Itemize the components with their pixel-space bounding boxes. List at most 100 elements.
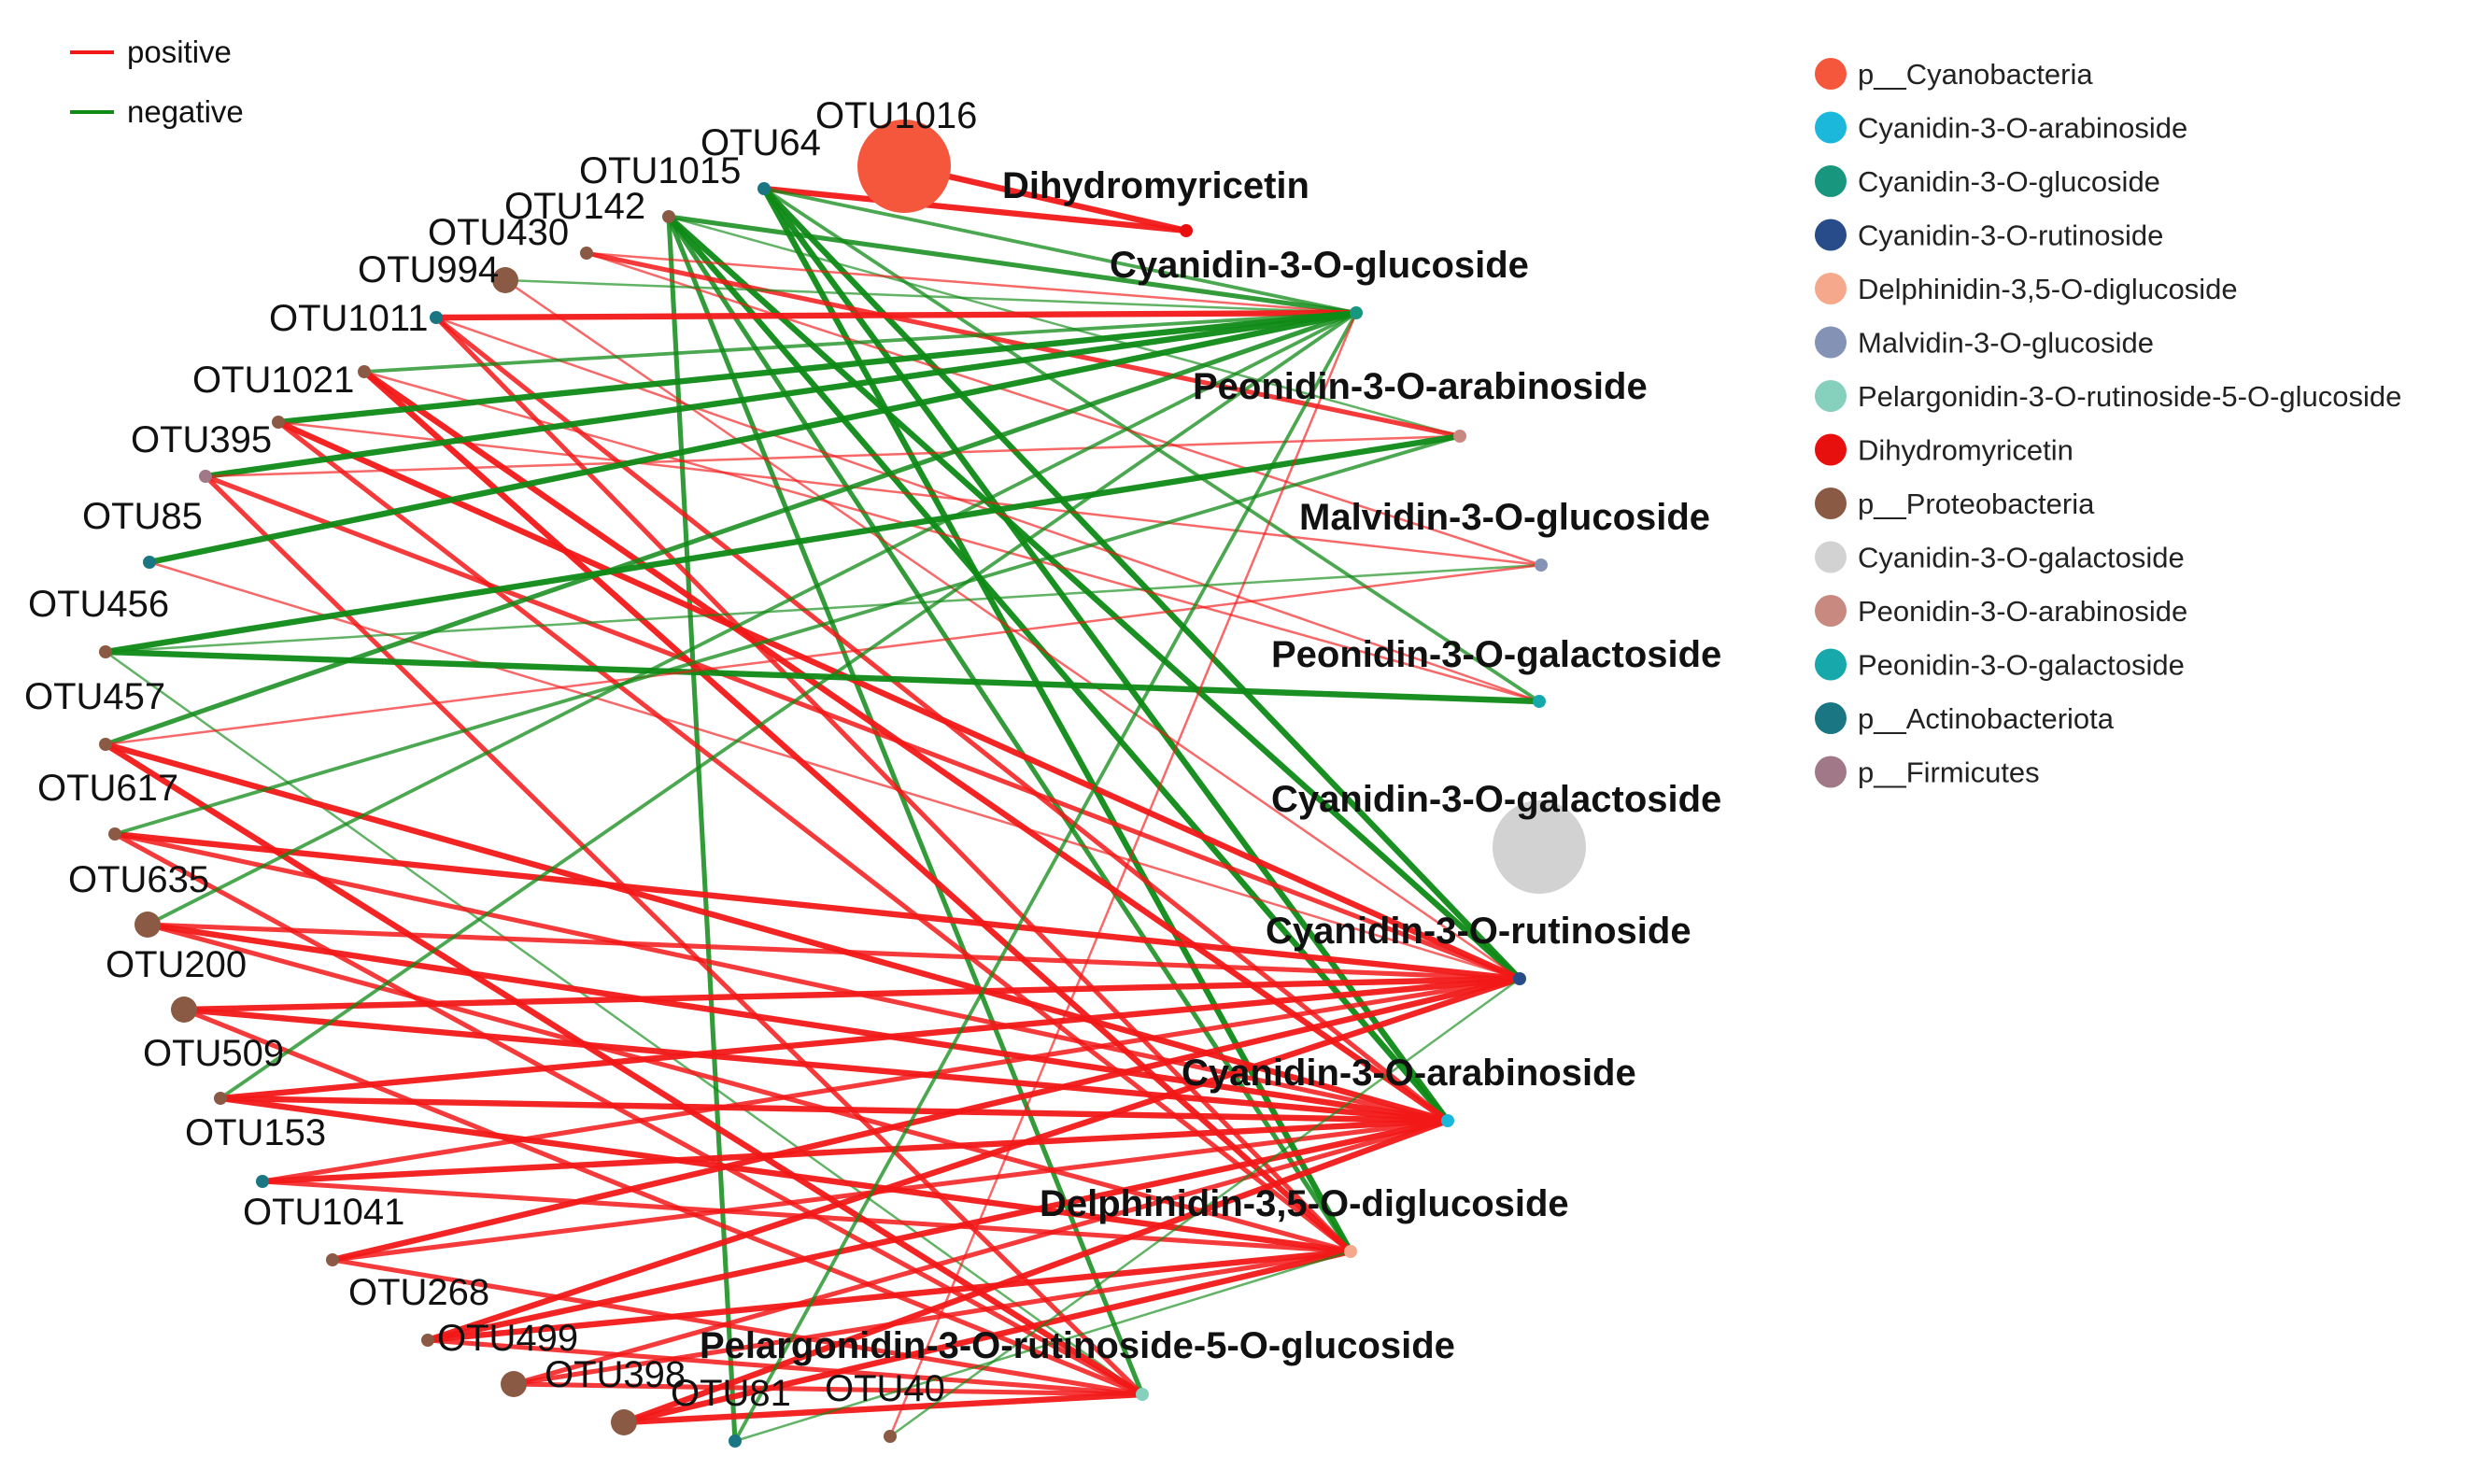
edge-OTU81-Dp35 (733, 1250, 1352, 1443)
node-C3Ara[interactable] (1441, 1114, 1454, 1127)
node-Pn3Gal[interactable] (1533, 695, 1546, 708)
node-label-OTU456: OTU456 (28, 584, 169, 625)
legend-swatch (1815, 326, 1847, 359)
node-C3Gal[interactable] (1493, 800, 1586, 894)
edge-OTU200-C3Rut (180, 975, 1523, 1013)
legend-swatch (1815, 702, 1847, 734)
node-OTU1021[interactable] (272, 416, 285, 429)
edge-OTU456-Mv3G (104, 563, 1543, 654)
edge-legend-positive-label: positive (127, 35, 232, 69)
node-OTU153[interactable] (256, 1175, 269, 1188)
edge-OTU1041-Pg3R5G (330, 1257, 1145, 1397)
node-OTU635[interactable] (134, 912, 161, 938)
edge-OTU457-C3G (103, 310, 1359, 747)
edge-OTU617-C3Ara (112, 831, 1451, 1124)
edge-OTU499-C3Ara (511, 1118, 1451, 1387)
node-OTU1041[interactable] (326, 1253, 339, 1266)
node-label-C3Rut: Cyanidin-3-O-rutinoside (1266, 911, 1691, 952)
node-OTU1011[interactable] (358, 365, 371, 378)
legend-swatch (1815, 273, 1847, 304)
edge-OTU1015-C3G (666, 214, 1359, 316)
edge-OTU456-Pg3R5G (104, 650, 1144, 1396)
edge-OTU142-C3G (585, 251, 1358, 315)
edge-OTU40-C3G (888, 311, 1358, 1438)
edge-OTU1011-C3G (362, 311, 1358, 374)
legend-swatch (1815, 165, 1847, 197)
legend-swatch (1815, 58, 1847, 90)
legend-label: Cyanidin-3-O-glucoside (1858, 165, 2160, 198)
edge-OTU64-C3Rut (760, 185, 1523, 982)
node-OTU395[interactable] (199, 470, 212, 483)
edge-OTU456-Pn3Ara (102, 432, 1464, 656)
edge-OTU1015-Pn3Ara (667, 215, 1462, 438)
edge-OTU395-Pn3Ara (204, 434, 1462, 478)
legend-label: Malvidin-3-O-glucoside (1858, 327, 2154, 360)
edge-OTU457-Mv3G (104, 563, 1543, 746)
node-label-Pn3Ara: Peonidin-3-O-arabinoside (1193, 366, 1648, 407)
node-OTU994[interactable] (430, 311, 443, 324)
edge-OTU64-C3G (762, 187, 1358, 315)
node-label-OTU994: OTU994 (358, 249, 499, 290)
legend-label: Dihydromyricetin (1858, 434, 2073, 467)
edge-OTU398-Pg3R5G (620, 1391, 1146, 1426)
node-label-OTU1016: OTU1016 (815, 95, 977, 136)
edge-OTU430-C3Rut (503, 278, 1521, 981)
legend-label: Cyanidin-3-O-galactoside (1858, 542, 2185, 574)
edge-OTU268-Dp35 (424, 1248, 1354, 1344)
node-OTU398[interactable] (611, 1409, 637, 1435)
node-OTU456[interactable] (99, 645, 112, 658)
node-Dp35[interactable] (1344, 1245, 1357, 1258)
node-label-C3Ara: Cyanidin-3-O-arabinoside (1182, 1053, 1636, 1094)
legend-swatch (1815, 488, 1847, 519)
legend-label: p__Proteobacteria (1858, 488, 2095, 520)
node-label-OTU499: OTU499 (437, 1318, 578, 1359)
node-OTU200[interactable] (171, 996, 197, 1023)
edge-OTU200-C3Ara (180, 1006, 1451, 1124)
node-label-Mv3G: Malvidin-3-O-glucoside (1299, 497, 1710, 538)
node-OTU457[interactable] (99, 738, 112, 751)
node-label-OTU1021: OTU1021 (192, 360, 354, 401)
edge-OTU1041-C3Ara (330, 1118, 1451, 1263)
node-OTU499[interactable] (501, 1371, 527, 1397)
node-OTU85[interactable] (143, 556, 156, 569)
node-OTU617[interactable] (108, 827, 121, 841)
node-label-OTU430: OTU430 (428, 212, 569, 253)
node-label-OTU142: OTU142 (504, 186, 645, 227)
node-OTU142[interactable] (580, 247, 593, 260)
node-OTU40[interactable] (884, 1430, 897, 1443)
nodes (99, 120, 1586, 1448)
edge-OTU81-C3G (733, 311, 1358, 1443)
node-OTU64[interactable] (757, 182, 771, 195)
edge-OTU499-Dp35 (511, 1249, 1353, 1387)
node-Pg3R5G[interactable] (1136, 1388, 1149, 1401)
node-label-OTU85: OTU85 (82, 496, 203, 537)
node-label-Pn3Gal: Peonidin-3-O-galactoside (1271, 634, 1721, 675)
node-OTU509[interactable] (214, 1092, 227, 1105)
edge-OTU617-C3Rut (111, 830, 1523, 982)
node-label-DHM: Dihydromyricetin (1002, 165, 1309, 206)
node-OTU268[interactable] (421, 1334, 434, 1347)
legend-swatch (1815, 433, 1847, 466)
edge-OTU635-C3Rut (145, 922, 1522, 982)
node-OTU1015[interactable] (662, 210, 675, 223)
node-OTU81[interactable] (729, 1435, 742, 1448)
edge-OTU40-C3Rut (888, 977, 1521, 1438)
node-label-OTU1041: OTU1041 (243, 1192, 404, 1233)
node-DHM[interactable] (1180, 224, 1193, 237)
node-Pn3Ara[interactable] (1453, 430, 1466, 443)
node-Mv3G[interactable] (1535, 558, 1548, 572)
legend-label: Delphinidin-3,5-O-diglucoside (1858, 273, 2238, 305)
node-C3G[interactable] (1350, 306, 1363, 319)
edge-legend-negative-label: negative (127, 94, 244, 129)
edge-OTU268-C3Rut (424, 975, 1523, 1344)
node-C3Rut[interactable] (1513, 972, 1526, 985)
edge-OTU509-C3Rut (217, 975, 1523, 1102)
node-OTU1016[interactable] (857, 120, 951, 213)
node-OTU430[interactable] (492, 267, 518, 293)
edge-OTU635-C3Ara (144, 921, 1451, 1124)
node-label-OTU1011: OTU1011 (269, 298, 428, 339)
edge-OTU200-Pg3R5G (181, 1007, 1145, 1397)
edge-OTU1011-Dp35 (361, 368, 1354, 1255)
legend-swatch (1815, 648, 1847, 681)
